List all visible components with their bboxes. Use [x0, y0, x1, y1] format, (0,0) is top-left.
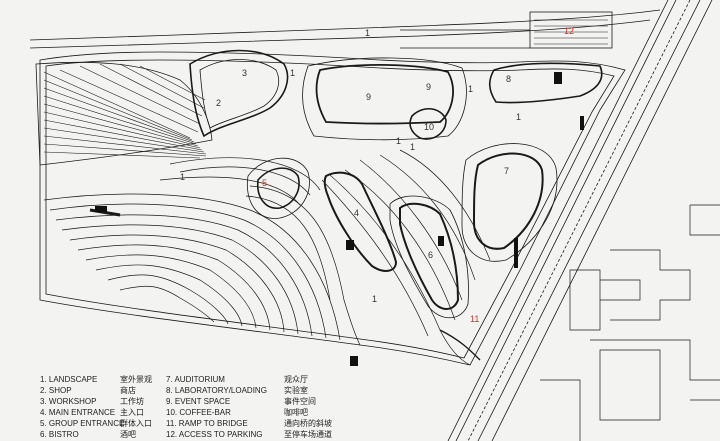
building-laboratory: [488, 62, 603, 104]
rail-marker-2: [580, 116, 584, 130]
zone-label-12: 12: [564, 26, 574, 36]
zone-label-7: 7: [504, 166, 509, 176]
zone-label-1: 1: [365, 28, 370, 38]
top-boundary-line-inner: [29, 19, 651, 49]
zone-label-1: 1: [410, 142, 415, 152]
zone-label-6: 6: [428, 250, 433, 260]
laboratory-stair: [554, 72, 562, 84]
zone-label-9: 9: [366, 92, 371, 102]
building-shop-workshop: [189, 49, 289, 138]
rail-line-4: [477, 0, 701, 441]
zone-label-1: 1: [372, 294, 377, 304]
building-auditorium: [472, 152, 544, 250]
zone-label-8: 8: [506, 74, 511, 84]
building-auditorium-ring: [461, 143, 558, 262]
building-bistro: [399, 202, 460, 310]
zone-label-4: 4: [354, 208, 359, 218]
building-main-entrance: [323, 171, 398, 272]
building-coffee-bar: [409, 108, 447, 140]
site-outline: [39, 51, 626, 366]
building-group-entrance-ring: [246, 157, 310, 219]
landscape-wedge-outline: [35, 61, 213, 166]
building-group-entrance: [256, 167, 300, 209]
zone-label-5: 5: [262, 178, 267, 188]
parking-hatching: [534, 19, 608, 45]
parking-access-road: [400, 29, 530, 49]
rail-marker-1: [514, 238, 518, 268]
zone-label-1: 1: [396, 136, 401, 146]
bistro-stair: [438, 236, 444, 246]
main-entrance-stair: [346, 240, 354, 250]
zone-label-1: 1: [516, 112, 521, 122]
building-event-space: [315, 64, 454, 125]
top-boundary-line: [29, 9, 661, 41]
zone-label-1: 1: [290, 68, 295, 78]
site-outline-inner: [45, 59, 615, 359]
zone-label-1: 1: [180, 172, 185, 182]
rail-line-1: [447, 0, 669, 441]
rail-line-3: [467, 0, 691, 441]
zone-label-1: 1: [468, 84, 473, 94]
contour-lines: [43, 157, 361, 346]
group-entrance-mark: [95, 206, 107, 212]
zone-label-2: 2: [216, 98, 221, 108]
bridge-ramp: [439, 329, 481, 361]
zone-label-10: 10: [424, 122, 434, 132]
building-shop-workshop-inner: [199, 59, 280, 129]
building-bistro-ring: [389, 195, 469, 319]
zone-label-11: 11: [470, 314, 479, 324]
city-blocks: [540, 204, 720, 441]
rail-line-2: [455, 0, 677, 441]
building-event-space-ring: [302, 57, 467, 141]
contour-lines-right: [321, 149, 491, 366]
zone-label-9: 9: [426, 82, 431, 92]
plaza-mark: [350, 356, 358, 366]
rail-line-5: [491, 0, 713, 441]
landscape-stripes: [43, 63, 207, 159]
zone-label-3: 3: [242, 68, 247, 78]
